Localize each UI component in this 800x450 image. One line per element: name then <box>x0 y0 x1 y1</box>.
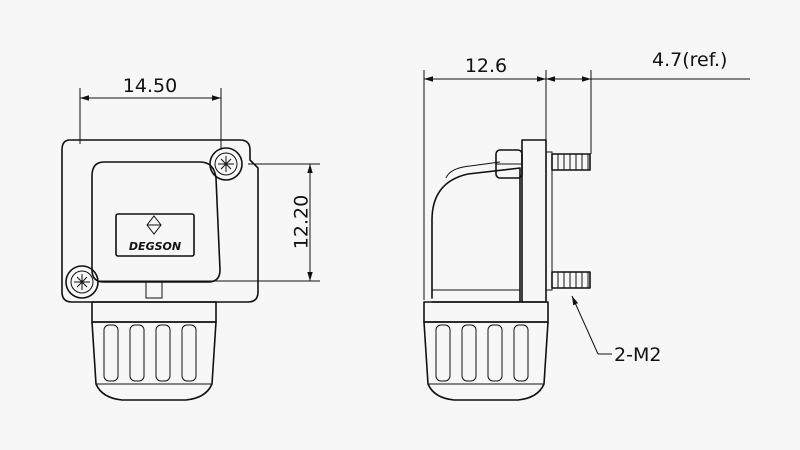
screw-callout-label: 2-M2 <box>614 344 661 366</box>
logo-mark-icon <box>146 215 162 235</box>
front-screw-top-right-icon <box>209 147 243 181</box>
dim-front-width: 14.50 <box>79 75 222 150</box>
side-thread-top-icon <box>551 153 591 171</box>
logo-panel <box>115 213 195 257</box>
brand-logo-text: DEGSON <box>129 240 181 253</box>
front-cable-gland <box>91 301 217 401</box>
side-view <box>423 139 591 401</box>
front-housing-body <box>91 161 221 283</box>
dim-front-width-label: 14.50 <box>123 75 177 97</box>
dim-front-hole-spacing-label: 12.20 <box>291 195 313 249</box>
front-screw-bottom-left-icon <box>65 265 99 299</box>
side-housing-body <box>431 167 521 303</box>
side-flange-plate <box>521 139 547 303</box>
side-cable-gland <box>423 301 549 401</box>
front-flange-plate <box>61 139 259 303</box>
dim-screw-length: 4.7(ref.) <box>546 49 750 154</box>
side-screw-head-icon <box>495 149 523 179</box>
dim-side-depth: 12.6 <box>423 55 547 300</box>
screw-callout: 2-M2 <box>571 295 661 366</box>
front-view: DEGSON <box>61 139 259 401</box>
dim-side-depth-label: 12.6 <box>465 55 507 77</box>
dim-front-hole-spacing: 12.20 <box>98 163 320 282</box>
dim-screw-length-label: 4.7(ref.) <box>652 49 727 71</box>
side-thread-bottom-icon <box>551 271 591 289</box>
